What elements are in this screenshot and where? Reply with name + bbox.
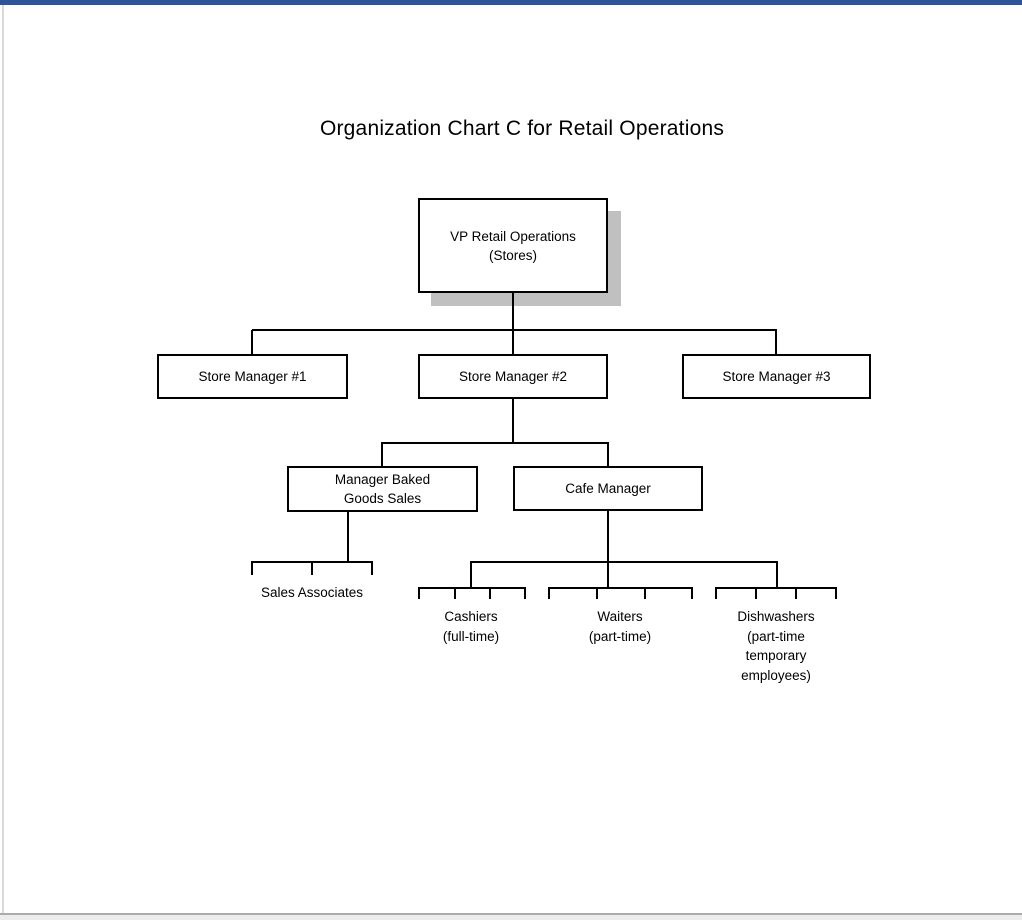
leaf-label-line: (part-time: [747, 628, 805, 644]
org-node-label-line: (Stores): [488, 247, 537, 263]
connector-line: [251, 330, 253, 354]
leaf-label-waiters: Waiters (part-time): [520, 607, 720, 646]
leaf-label-cashiers: Cashiers (full-time): [371, 607, 571, 646]
connector-line: [252, 329, 777, 331]
position-tick: [251, 562, 253, 575]
window-bottom-strip: [0, 915, 1022, 920]
leaf-label-line: Cashiers: [444, 609, 498, 624]
position-tick: [311, 562, 313, 575]
org-node-vp-retail-operations: VP Retail Operations (Stores): [418, 198, 608, 293]
leaf-label-line: temporary: [745, 648, 807, 663]
org-node-label-line: Store Manager #2: [458, 369, 568, 384]
connector-line: [381, 443, 383, 466]
position-tick: [596, 588, 598, 599]
leaf-label-line: (full-time): [442, 628, 500, 644]
position-tick: [715, 588, 717, 599]
connector-line: [470, 562, 472, 588]
leaf-label-dishwashers: Dishwashers (part-time temporary employe…: [676, 607, 876, 685]
org-node-label-line: Store Manager #1: [198, 369, 307, 384]
org-node-manager-baked-goods-sales: Manager Baked Goods Sales: [287, 466, 478, 512]
connector-line: [775, 330, 777, 354]
org-node-label-line: Cafe Manager: [565, 481, 651, 496]
position-tick: [835, 588, 837, 599]
position-tick: [371, 562, 373, 575]
org-node-label-line: Goods Sales: [343, 491, 422, 506]
connector-line: [776, 562, 778, 588]
connector-line: [512, 399, 514, 443]
org-node-cafe-manager: Cafe Manager: [513, 466, 703, 511]
connector-line: [512, 293, 514, 354]
position-tick: [454, 588, 456, 599]
page-left-edge: [2, 5, 4, 914]
leaf-label-line: Waiters: [597, 609, 643, 624]
position-tick: [691, 588, 693, 599]
org-node-store-manager-2: Store Manager #2: [418, 354, 608, 399]
leaf-label-line: (part-time): [588, 628, 652, 644]
position-tick: [489, 588, 491, 599]
leaf-label-sales-associates: Sales Associates: [212, 583, 412, 603]
leaf-label-line: employees): [741, 667, 811, 683]
org-node-label-line: Manager Baked: [334, 472, 431, 487]
leaf-label-line: Sales Associates: [260, 585, 364, 600]
position-tick: [548, 588, 550, 599]
connector-line: [470, 561, 778, 563]
position-tick: [644, 588, 646, 599]
position-tick: [524, 588, 526, 599]
connector-line: [381, 442, 609, 444]
window-top-accent-bar: [0, 0, 1022, 5]
connector-line: [251, 561, 373, 563]
connector-line: [347, 511, 349, 562]
org-node-label-line: VP Retail Operations: [450, 228, 576, 244]
position-tick: [755, 588, 757, 599]
position-tick: [418, 588, 420, 599]
connector-line: [607, 511, 609, 588]
connector-line: [715, 587, 837, 589]
page-bottom-edge: [0, 913, 1022, 915]
connector-line: [418, 587, 526, 589]
leaf-label-line: Dishwashers: [737, 609, 815, 624]
org-node-store-manager-3: Store Manager #3: [682, 354, 871, 399]
position-tick: [795, 588, 797, 599]
chart-title: Organization Chart C for Retail Operatio…: [319, 117, 725, 140]
connector-line: [548, 587, 693, 589]
org-node-store-manager-1: Store Manager #1: [157, 354, 348, 399]
org-node-label-line: Store Manager #3: [722, 369, 831, 384]
connector-line: [607, 443, 609, 466]
